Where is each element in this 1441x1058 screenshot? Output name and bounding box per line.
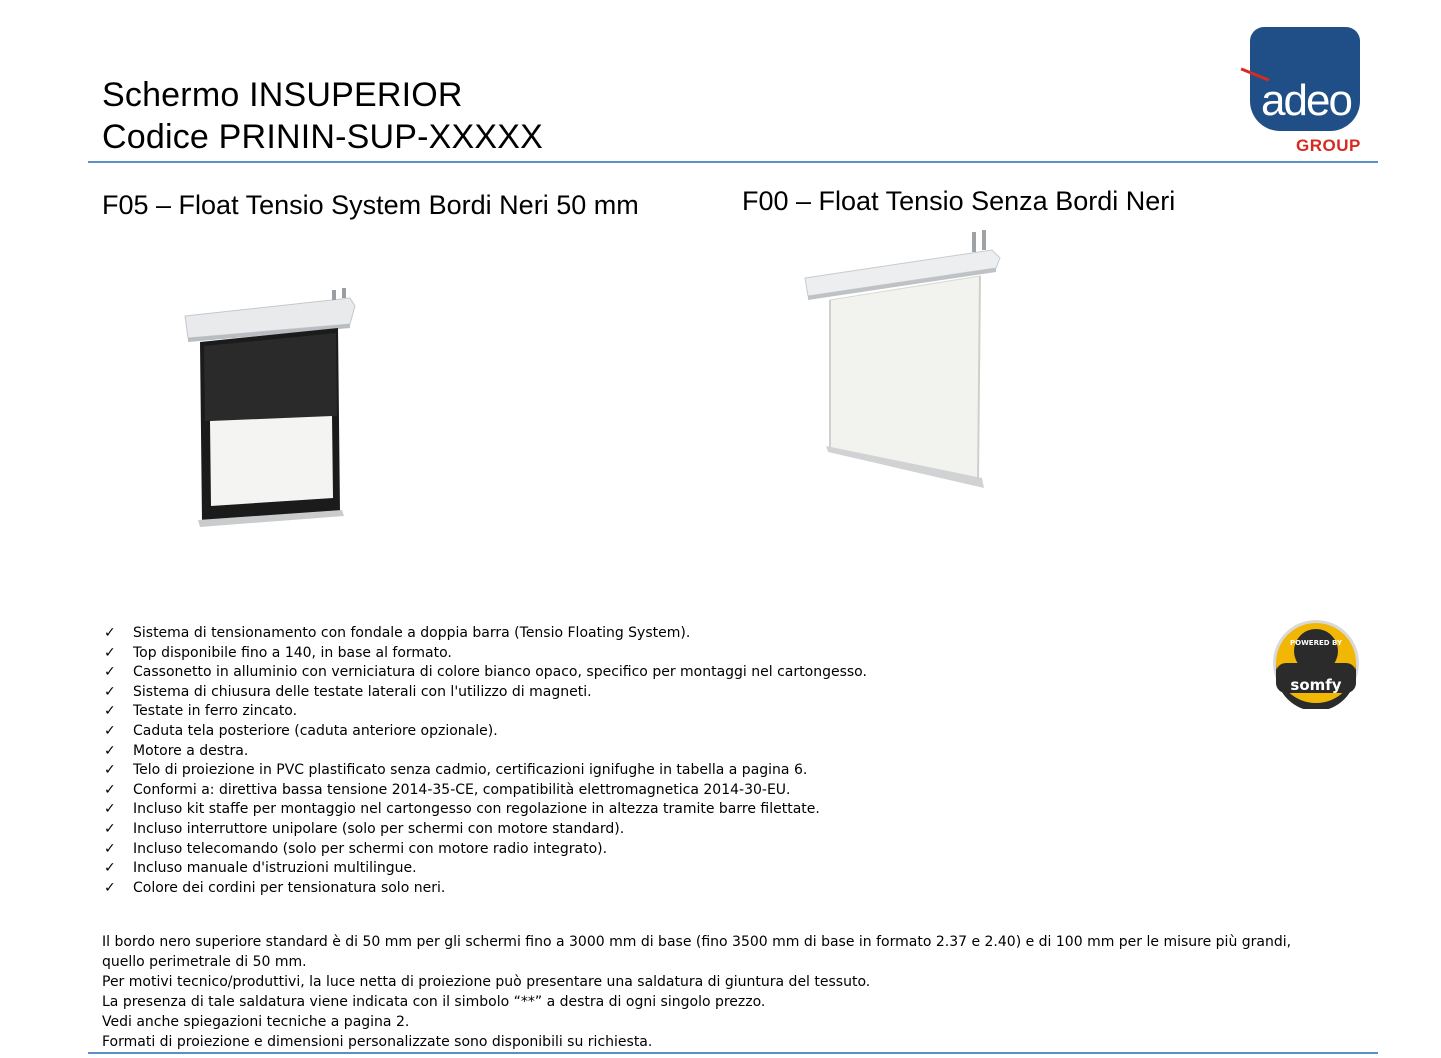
note-paragraph: La presenza di tale saldatura viene indi… <box>102 994 766 1010</box>
feature-text: Sistema di tensionamento con fondale a d… <box>133 625 691 641</box>
logo-brand-text: adeo <box>1261 76 1353 125</box>
screen-image-f05 <box>184 288 356 527</box>
badge-brand-text: somfy <box>1290 676 1341 694</box>
feature-text: Motore a destra. <box>133 742 249 759</box>
check-icon: ✓ <box>104 762 116 779</box>
feature-list: ✓ Sistema di tensionamento con fondale a … <box>104 624 1224 898</box>
check-icon: ✓ <box>104 781 116 798</box>
screen-image-f00 <box>804 230 1001 488</box>
feature-text: Incluso telecomando (solo per schermi co… <box>133 840 608 857</box>
feature-item: ✓ Motore a destra. <box>104 742 1224 762</box>
product-title-f00: F00 – Float Tensio Senza Bordi Neri <box>742 186 1176 216</box>
check-icon: ✓ <box>104 722 116 739</box>
check-icon: ✓ <box>104 664 116 681</box>
feature-item: ✓ Incluso kit staffe per montaggio nel ca… <box>104 800 1224 820</box>
check-icon: ✓ <box>104 742 116 759</box>
feature-text: Telo di proiezione in PVC plastificato s… <box>133 762 808 779</box>
feature-text: Conformi a: direttiva bassa tensione 201… <box>133 781 791 798</box>
feature-item: ✓ Incluso manuale d'istruzioni multilingu… <box>104 859 1224 879</box>
feature-text: Colore dei cordini per tensionatura solo… <box>133 879 446 896</box>
logo-group-text: GROUP <box>1296 136 1361 155</box>
product-title-f05: F05 – Float Tensio System Bordi Neri 50 … <box>102 190 639 220</box>
feature-text: Testate in ferro zincato. <box>133 703 298 720</box>
feature-text: Incluso interruttore unipolare (solo per… <box>133 820 625 837</box>
feature-item: ✓ Incluso telecomando (solo per schermi c… <box>104 840 1224 860</box>
feature-item: ✓ Incluso interruttore unipolare (solo pe… <box>104 820 1224 840</box>
feature-text: Caduta tela posteriore (caduta anteriore… <box>133 722 498 739</box>
feature-item: ✓ Caduta tela posteriore (caduta anterior… <box>104 722 1224 742</box>
feature-text: Top disponibile fino a 140, in base al f… <box>133 644 452 661</box>
note-paragraph: Il bordo nero superiore standard è di 50… <box>102 934 1292 970</box>
feature-item: ✓ Sistema di tensionamento con fondale a … <box>104 624 1224 644</box>
adeo-group-logo: adeo GROUP <box>1234 27 1374 159</box>
check-icon: ✓ <box>104 860 116 877</box>
feature-text: Incluso manuale d'istruzioni multilingue… <box>133 860 417 877</box>
check-icon: ✓ <box>104 625 116 641</box>
powered-by-somfy-badge: POWERED BY somfy <box>1273 620 1359 709</box>
footer-rule <box>88 1052 1378 1054</box>
check-icon: ✓ <box>104 644 116 661</box>
feature-item: ✓ Conformi a: direttiva bassa tensione 20… <box>104 781 1224 801</box>
check-icon: ✓ <box>104 703 116 720</box>
feature-item: ✓ Colore dei cordini per tensionatura sol… <box>104 879 1224 899</box>
header-rule <box>88 161 1378 163</box>
note-paragraph: Vedi anche spiegazioni tecniche a pagina… <box>102 1014 410 1030</box>
check-icon: ✓ <box>104 879 116 896</box>
feature-text: Incluso kit staffe per montaggio nel car… <box>133 801 820 818</box>
check-icon: ✓ <box>104 820 116 837</box>
notes-section: Il bordo nero superiore standard è di 50… <box>102 932 1332 1052</box>
feature-item: ✓ Cassonetto in alluminio con verniciatur… <box>104 663 1224 683</box>
feature-item: ✓ Telo di proiezione in PVC plastificato … <box>104 761 1224 781</box>
check-icon: ✓ <box>104 840 116 857</box>
title-line-2: Codice PRININ-SUP-XXXXX <box>102 118 544 156</box>
feature-item: ✓ Top disponibile fino a 140, in base al … <box>104 644 1224 664</box>
feature-item: ✓ Sistema di chiusura delle testate later… <box>104 683 1224 703</box>
page-title: Schermo INSUPERIOR Codice PRININ-SUP-XXX… <box>102 74 543 158</box>
feature-text: Cassonetto in alluminio con verniciatura… <box>133 664 867 681</box>
check-icon: ✓ <box>104 801 116 818</box>
badge-top-text: POWERED BY <box>1290 639 1343 647</box>
check-icon: ✓ <box>104 683 116 700</box>
feature-text: Sistema di chiusura delle testate latera… <box>133 683 592 700</box>
note-paragraph: Formati di proiezione e dimensioni perso… <box>102 1034 653 1050</box>
note-paragraph: Per motivi tecnico/produttivi, la luce n… <box>102 974 871 990</box>
title-line-1: Schermo INSUPERIOR <box>102 76 463 114</box>
feature-item: ✓ Testate in ferro zincato. <box>104 702 1224 722</box>
